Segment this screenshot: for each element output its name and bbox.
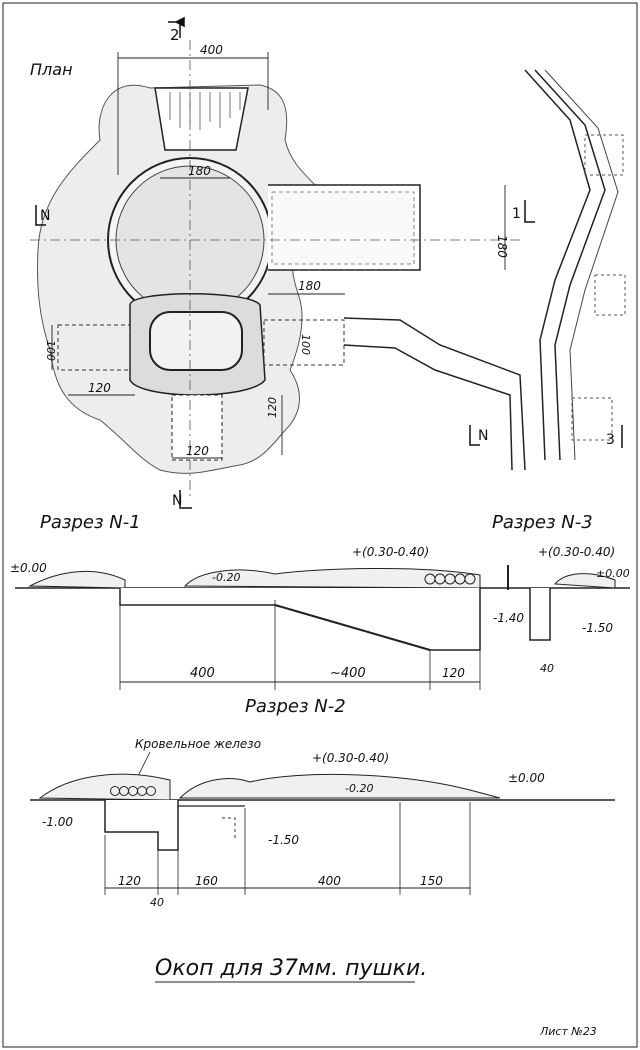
- plan-side-niche-2: [594, 274, 626, 316]
- section-3-trench: [529, 588, 551, 641]
- s2-dim-120: 120: [118, 874, 141, 888]
- plan-view: План 2 N 1 N N 3 400 180 180 180 100 120…: [30, 16, 626, 509]
- section-label-1: 1: [512, 206, 521, 222]
- s1-level-minus140: -1.40: [493, 611, 524, 625]
- plan-side-niche-3: [571, 397, 613, 441]
- plan-main-trench-c: [544, 69, 619, 461]
- section-3-title: Разрез N-3: [492, 512, 593, 533]
- section-2-step: [222, 817, 236, 838]
- s2-level-parapet: +(0.30-0.40): [312, 751, 389, 765]
- plan-title: План: [30, 60, 73, 79]
- plan-right-arm-inner: [271, 191, 415, 265]
- dim-left-120-label: 120: [88, 381, 111, 395]
- section-2-note: Кровельное железо: [135, 737, 261, 751]
- plan-main-trench-a: [524, 69, 591, 461]
- section-2-view: Разрез N-2 Кровельное железо +(0.30-0.40…: [30, 696, 615, 909]
- section-1-ramp: [274, 604, 431, 651]
- s2-level-minus100: -1.00: [42, 815, 73, 829]
- s2-dim-150: 150: [420, 874, 443, 888]
- section-1-mound-left: [28, 571, 126, 589]
- s2-level-minus020: -0.20: [345, 782, 373, 795]
- plan-left-box: [57, 324, 131, 371]
- section-marker-1: [524, 200, 535, 223]
- section-2-mound-main: [178, 773, 501, 799]
- s3-level-minus150: -1.50: [582, 621, 613, 635]
- section-label-3: 3: [606, 432, 615, 448]
- s2-level-zero: ±0.00: [508, 771, 545, 785]
- plan-comm-trench-a: [343, 317, 526, 471]
- s2-dim-400: 400: [318, 874, 341, 888]
- dim-180-arm-label: 180: [495, 235, 509, 258]
- plan-niche-pit: [149, 311, 243, 371]
- plan-right-box: [263, 319, 345, 366]
- section-marker-left-n: [35, 205, 46, 226]
- section-label-2: 2: [170, 26, 180, 44]
- dim-180-arm-len-label: 180: [298, 279, 321, 293]
- plan-dim-400: [117, 52, 269, 175]
- plan-main-trench-b: [534, 69, 606, 461]
- dim-bottom-120-label: 120: [186, 444, 209, 458]
- s1-level-minus020: -0.20: [212, 571, 240, 584]
- section-1-logs: [424, 573, 476, 585]
- s1-level-parapet: +(0.30-0.40): [352, 545, 429, 559]
- dim-left-100-label: 100: [44, 340, 57, 361]
- s1-level-zero: ±0.00: [10, 561, 47, 575]
- section-2-pit: [104, 800, 179, 851]
- drawing-caption: Окоп для 37мм. пушки.: [155, 956, 427, 981]
- s1-dim-400b: ~400: [330, 666, 366, 681]
- plan-comm-trench-b: [343, 344, 513, 471]
- section-label-left-n: N: [40, 208, 50, 224]
- plan-top-ramp: [154, 87, 249, 151]
- section-marker-bottom-n: [179, 490, 192, 509]
- dim-180-top-label: 180: [188, 164, 211, 178]
- s1-dim-120: 120: [442, 666, 465, 680]
- s3-dim-40: 40: [540, 662, 554, 675]
- section-marker-2: [168, 16, 185, 38]
- section-label-right-n: N: [478, 428, 488, 444]
- plan-side-niche-1: [584, 134, 624, 176]
- s2-level-minus150: -1.50: [268, 833, 299, 847]
- dim-bottom-120-v-label: 120: [266, 397, 279, 418]
- section-1-mound-main: [183, 567, 481, 589]
- section-1-pit: [119, 588, 481, 651]
- dim-right-100-label: 100: [299, 334, 312, 355]
- s1-dim-400a: 400: [190, 666, 215, 681]
- s3-level-parapet: +(0.30-0.40): [538, 545, 615, 559]
- section-2-title: Разрез N-2: [245, 696, 346, 717]
- s2-dim-160: 160: [195, 874, 218, 888]
- section-1-view: Разрез N-1 Разрез N-3 ±0.00 -0.20 +(0.30…: [10, 512, 630, 690]
- s2-dim-40: 40: [150, 896, 164, 909]
- section-3-mound: [553, 573, 616, 589]
- section-2-mound-left: [38, 773, 171, 801]
- section-2-logs: [110, 786, 156, 796]
- dim-400-label: 400: [200, 43, 223, 57]
- plan-bottom-stub: [171, 394, 223, 461]
- section-1-title: Разрез N-1: [40, 512, 141, 533]
- s3-level-zero: ±0.00: [596, 567, 630, 580]
- sheet-number: Лист №23: [539, 1025, 597, 1038]
- section-marker-right-n: [469, 425, 480, 446]
- section-label-bottom-n: N: [172, 493, 182, 509]
